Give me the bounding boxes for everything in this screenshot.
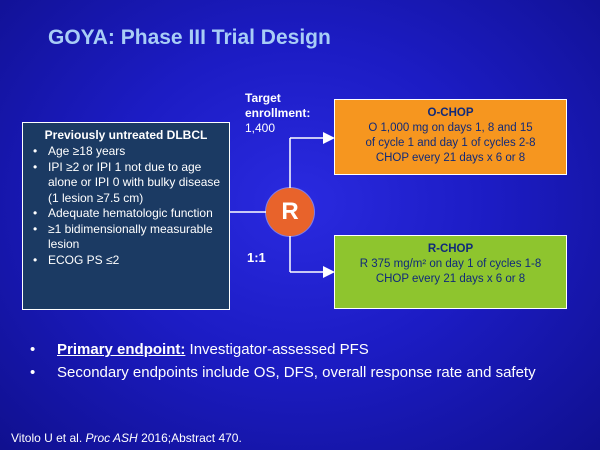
- endpoints-list: Primary endpoint: Investigator-assessed …: [28, 340, 548, 386]
- primary-endpoint: Primary endpoint: Investigator-assessed …: [28, 340, 548, 359]
- citation: Vitolo U et al. Proc ASH 2016;Abstract 4…: [11, 431, 242, 445]
- arm-rchop-box: R-CHOP R 375 mg/m² on day 1 of cycles 1-…: [334, 235, 567, 309]
- arm-ochop-line-2: of cycle 1 and day 1 of cycles 2-8: [365, 137, 536, 149]
- slide-title: GOYA: Phase III Trial Design: [48, 26, 331, 49]
- enrollment-value: 1,400: [245, 121, 276, 135]
- enrollment-label: Target enrollment:: [245, 91, 311, 120]
- criteria-item-ecog: ECOG PS ≤2: [31, 253, 221, 269]
- randomization-ratio: 1:1: [247, 250, 266, 265]
- arm-ochop-title: O-CHOP: [427, 107, 474, 119]
- criteria-item-age: Age ≥18 years: [31, 144, 221, 160]
- criteria-item-lesion: ≥1 bidimensionally measurable lesion: [31, 222, 221, 253]
- arm-ochop-box: O-CHOP O 1,000 mg on days 1, 8 and 15 of…: [334, 99, 567, 175]
- criteria-item-hematologic: Adequate hematologic function: [31, 206, 221, 222]
- arm-rchop-line-1: R 375 mg/m² on day 1 of cycles 1-8: [359, 258, 542, 270]
- criteria-heading: Previously untreated DLBCL: [44, 128, 208, 142]
- criteria-item-ipi: IPI ≥2 or IPI 1 not due to age alone or …: [31, 160, 221, 207]
- citation-journal: Proc ASH: [85, 431, 138, 445]
- randomization-circle: R: [266, 188, 314, 236]
- eligibility-criteria-box: Previously untreated DLBCL Age ≥18 years…: [22, 122, 230, 310]
- arm-rchop-title: R-CHOP: [427, 243, 474, 255]
- citation-suffix: 2016;Abstract 470.: [137, 431, 242, 445]
- secondary-endpoints: Secondary endpoints include OS, DFS, ove…: [28, 363, 548, 382]
- criteria-list: Age ≥18 years IPI ≥2 or IPI 1 not due to…: [31, 144, 221, 268]
- arm-ochop-line-1: O 1,000 mg on days 1, 8 and 15: [368, 122, 533, 134]
- primary-endpoint-label: Primary endpoint:: [57, 341, 186, 358]
- arm-rchop-line-2: CHOP every 21 days x 6 or 8: [375, 273, 526, 285]
- primary-endpoint-text: Investigator-assessed PFS: [185, 341, 369, 358]
- citation-prefix: Vitolo U et al.: [11, 431, 86, 445]
- arm-ochop-line-3: CHOP every 21 days x 6 or 8: [375, 152, 526, 164]
